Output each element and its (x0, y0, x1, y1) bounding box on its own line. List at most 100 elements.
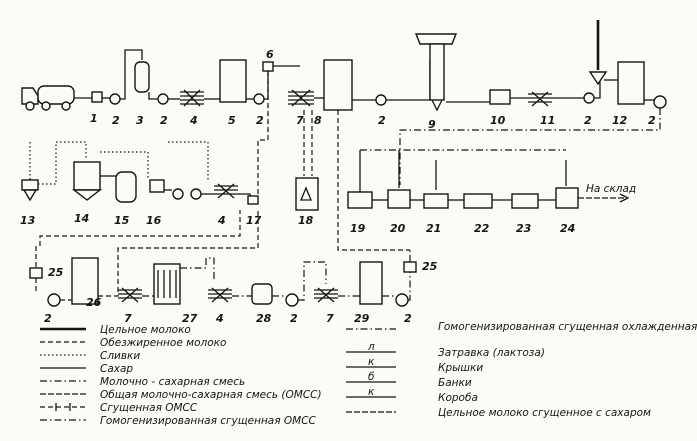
legend-mark-lactose: л (367, 341, 375, 353)
legend-left: Цельное молоко Обезжиренное молоко Сливк… (40, 324, 322, 427)
separator-13-box (21, 179, 39, 191)
label-25a: 25 (48, 266, 64, 279)
legend-item-11: Крышки (438, 362, 483, 374)
legend-item-10: Затравка (лактоза) (438, 347, 545, 359)
label-4a: 4 (189, 114, 198, 127)
tank-29-box (359, 261, 383, 305)
cooler-9-icon (414, 33, 458, 112)
pump-2h-icon (285, 293, 299, 307)
homogenizer-4c-icon (208, 287, 232, 303)
equipment-18-box (295, 177, 319, 211)
tank-28-box (251, 283, 273, 305)
pump-2f-icon (653, 95, 667, 109)
label-4c: 4 (215, 312, 224, 325)
legend-item-2: Обезжиренное молоко (100, 337, 226, 349)
tank-12-box (617, 61, 645, 105)
label-27: 27 (182, 312, 198, 325)
label-2g: 2 (44, 312, 52, 325)
equipment-22-box (463, 193, 493, 209)
label-16: 16 (146, 214, 162, 227)
homogenizer-7a-icon (288, 89, 314, 107)
equipment-20-box (387, 189, 411, 209)
equipment-24-box (555, 187, 579, 209)
label-14: 14 (74, 212, 89, 225)
label-11: 11 (540, 114, 555, 127)
legend-item-12: Банки (438, 377, 472, 389)
label-2h: 2 (290, 312, 298, 325)
label-9: 9 (428, 118, 436, 131)
label-2e: 2 (584, 114, 592, 127)
equipment-23-box (511, 193, 539, 209)
label-24: 24 (560, 222, 575, 235)
legend-item-5: Молочно - сахарная смесь (100, 376, 245, 388)
legend-item-14: Цельное молоко сгущенное с сахаром (438, 407, 651, 419)
pump-2b-icon (157, 93, 169, 105)
label-3: 3 (136, 114, 144, 127)
cooler-4b-icon (214, 183, 238, 199)
label-2i: 2 (404, 312, 412, 325)
pump-2a-icon (109, 93, 121, 105)
heat-exchanger-4a-icon (180, 89, 204, 107)
tank-15-box (115, 171, 137, 203)
label-22: 22 (474, 222, 490, 235)
milk-truck-icon (21, 85, 75, 111)
label-21: 21 (426, 222, 441, 235)
label-7c: 7 (326, 312, 334, 325)
evaporator-8-box (323, 59, 353, 111)
to-warehouse-label: На склад (586, 183, 636, 195)
tank-3-box (134, 61, 150, 93)
label-4b: 4 (217, 214, 226, 227)
label-23: 23 (516, 222, 532, 235)
homogenizer-7c-icon (314, 287, 338, 303)
legend-mark-boxes: к (368, 386, 375, 398)
pump-2d-icon (375, 94, 387, 106)
label-28: 28 (256, 312, 272, 325)
tank-26-box (71, 257, 99, 305)
equipment-1-box (91, 91, 103, 103)
label-26: 26 (86, 296, 102, 309)
label-29: 29 (354, 312, 370, 325)
legend-item-8: Гомогенизированная сгущенная ОМСС (100, 415, 317, 427)
cooler-11-icon (528, 91, 552, 107)
label-10: 10 (490, 114, 506, 127)
pump-2g-mid-icon (172, 188, 184, 200)
tank-5-box (219, 59, 247, 103)
legend-item-7: Сгущенная ОМСС (100, 402, 198, 414)
label-1: 1 (90, 112, 98, 125)
tank-14-box (73, 161, 101, 191)
label-18: 18 (298, 214, 314, 227)
crystallizer-10-box (489, 89, 511, 105)
label-7b: 7 (124, 312, 132, 325)
pump-2g-icon (47, 293, 61, 307)
label-8: 8 (314, 114, 322, 127)
label-6: 6 (266, 48, 274, 61)
legend-mark-cans: б (368, 371, 375, 383)
label-7a: 7 (296, 114, 304, 127)
label-25b: 25 (422, 260, 438, 273)
label-13: 13 (20, 214, 36, 227)
label-2c: 2 (256, 114, 264, 127)
dosing-funnel-icon (588, 71, 608, 86)
pump-2e-icon (583, 92, 595, 104)
legend-item-3: Сливки (100, 350, 140, 362)
label-2b: 2 (160, 114, 168, 127)
legend-mark-lids: к (368, 356, 375, 368)
legend-item-9: Гомогенизированная сгущенная охлажденная… (438, 321, 697, 333)
equipment-21-box (423, 193, 449, 209)
legend-item-13: Короба (438, 392, 478, 404)
pump-2c-icon (253, 93, 265, 105)
label-5: 5 (228, 114, 236, 127)
label-20: 20 (390, 222, 406, 235)
pump-2i-icon (395, 293, 409, 307)
homogenizer-7b-icon (118, 287, 142, 303)
equipment-25b-box (403, 261, 417, 273)
equipment-17-box (247, 195, 259, 205)
label-17: 17 (246, 214, 262, 227)
label-2d: 2 (378, 114, 386, 127)
label-15: 15 (114, 214, 130, 227)
legend-item-1: Цельное молоко (100, 324, 191, 336)
label-12: 12 (612, 114, 628, 127)
legend-item-4: Сахар (100, 363, 133, 375)
legend-right: Гомогенизированная сгущенная охлажденная… (346, 321, 697, 419)
